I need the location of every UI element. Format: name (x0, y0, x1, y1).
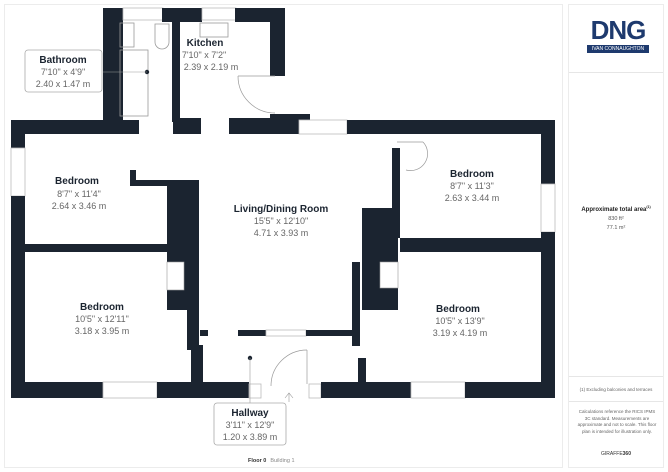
bathroom-fixtures (119, 22, 229, 117)
svg-text:Bedroom: Bedroom (80, 302, 124, 313)
logo-text: DNG (590, 15, 647, 45)
svg-text:1.20 x 3.89 m: 1.20 x 3.89 m (223, 432, 278, 442)
svg-text:10'5" x 12'11": 10'5" x 12'11" (75, 314, 129, 324)
area-sqft: 830 ft² (608, 216, 624, 222)
info-sidebar: DNG IVAN CONNAUGHTON Approximate total a… (568, 4, 664, 468)
footnote-section: (1) Excluding balconies and terraces (569, 377, 663, 402)
disclaimer: Calculations reference the RICS IPMS 3C … (577, 409, 657, 434)
room-name: Kitchen (187, 38, 224, 49)
svg-text:15'5" x 12'10": 15'5" x 12'10" (254, 216, 308, 226)
svg-text:3'11" x 12'9": 3'11" x 12'9" (226, 420, 275, 430)
building-name: Building 1 (270, 458, 295, 464)
giraffe360-credit: GIRAFFE360 (600, 451, 631, 457)
logo-section: DNG IVAN CONNAUGHTON (569, 5, 663, 73)
floor-number: Floor 0 (248, 458, 267, 464)
floorplan-frame (4, 4, 563, 468)
svg-text:8'7" x 11'4": 8'7" x 11'4" (57, 189, 101, 199)
svg-text:Bedroom: Bedroom (436, 304, 480, 315)
room-imperial: 7'10" x 7'2" (182, 50, 226, 60)
svg-text:3.19 x 4.19 m: 3.19 x 4.19 m (433, 328, 488, 338)
svg-text:4.71 x 3.93 m: 4.71 x 3.93 m (254, 228, 309, 238)
svg-text:Bedroom: Bedroom (450, 169, 494, 180)
svg-text:2.40 x 1.47 m: 2.40 x 1.47 m (36, 79, 91, 89)
area-title: Approximate total area(1) (581, 205, 651, 213)
svg-text:Bathroom: Bathroom (39, 55, 86, 66)
svg-text:Hallway: Hallway (231, 408, 269, 419)
svg-text:Living/Dining Room: Living/Dining Room (234, 204, 329, 215)
hallway-callout: Hallway 3'11" x 12'9" 1.20 x 3.89 m (213, 402, 287, 446)
svg-text:8'7" x 11'3": 8'7" x 11'3" (450, 181, 494, 191)
room-labels: Kitchen 7'10" x 7'2" 2.39 x 2.19 m Bedro… (52, 38, 500, 338)
walls (10, 7, 556, 399)
svg-text:7'10" x 4'9": 7'10" x 4'9" (41, 67, 85, 77)
door-swings (237, 75, 428, 387)
dng-logo: DNG IVAN CONNAUGHTON (587, 17, 649, 53)
area-sqm: 77.1 m² (606, 225, 626, 231)
svg-text:Bedroom: Bedroom (55, 176, 99, 187)
area-section: Approximate total area(1) 830 ft² 77.1 m… (569, 73, 663, 377)
footnote: (1) Excluding balconies and terraces (579, 387, 653, 392)
svg-text:2.63 x 3.44 m: 2.63 x 3.44 m (445, 193, 500, 203)
svg-text:10'5" x 13'9": 10'5" x 13'9" (435, 316, 484, 326)
logo-subtext: IVAN CONNAUGHTON (587, 45, 649, 53)
entrance-arrow-icon (284, 392, 294, 402)
room-metric: 2.39 x 2.19 m (184, 62, 239, 72)
svg-text:2.64 x 3.46 m: 2.64 x 3.46 m (52, 201, 107, 211)
svg-text:3.18 x 3.95 m: 3.18 x 3.95 m (75, 326, 130, 336)
bathroom-callout: Bathroom 7'10" x 4'9" 2.40 x 1.47 m (24, 49, 103, 93)
